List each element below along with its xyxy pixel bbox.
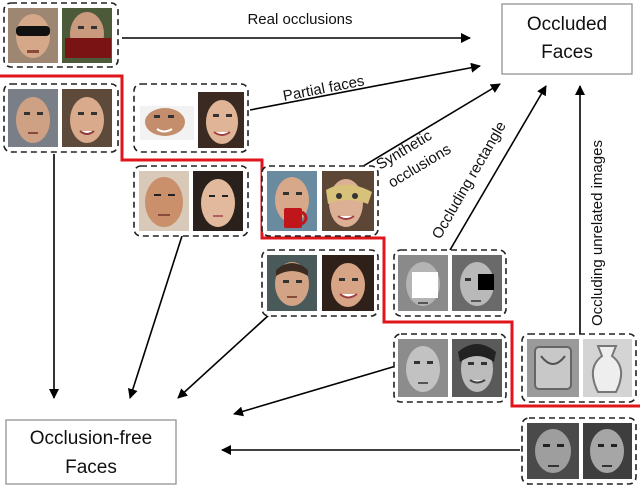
face-gray-4-thumb — [583, 423, 632, 479]
node-occlusion-free-faces: Occlusion-free Faces — [5, 419, 177, 485]
face-woman-2-thumb — [322, 255, 374, 311]
group-clean-1 — [3, 83, 119, 153]
face-white-rect-thumb — [398, 255, 448, 311]
face-gray-2-thumb — [452, 339, 502, 397]
node-occluded-faces: Occluded Faces — [501, 3, 633, 75]
group-real-occlusions — [3, 2, 119, 68]
group-clean-3 — [261, 249, 379, 317]
arrow-rectangle — [449, 85, 547, 251]
face-gray-1-thumb — [398, 339, 448, 397]
face-man-thumb — [8, 89, 58, 147]
face-sunglasses-thumb — [8, 8, 58, 63]
face-mask-occluded-thumb — [322, 171, 374, 231]
object-vase-thumb — [583, 339, 632, 397]
arrow-synthetic — [359, 83, 501, 169]
label-occluding-rectangle: Occluding rectangle — [429, 119, 510, 242]
face-partial-2-thumb — [198, 92, 244, 148]
face-mug-occluded-thumb — [267, 171, 317, 231]
face-scarf-thumb — [62, 8, 112, 63]
group-clean-2 — [133, 165, 249, 237]
arrow-group6 — [177, 313, 271, 399]
label-occluding-unrelated: Occluding unrelated images — [589, 140, 606, 326]
face-man-2-thumb — [267, 255, 317, 311]
group-occluding-rectangle — [393, 249, 507, 317]
occluded-faces-line1: Occluded — [527, 14, 607, 35]
arrow-partial-faces — [249, 62, 481, 111]
label-partial-faces: Partial faces — [282, 72, 366, 104]
group-partial-faces — [133, 83, 249, 153]
separator-line — [0, 74, 640, 408]
occlusion-free-line1: Occlusion-free — [30, 428, 153, 449]
face-asian-man-thumb — [139, 171, 189, 231]
occlusion-free-line2: Faces — [65, 457, 117, 478]
group-clean-4 — [393, 333, 507, 403]
face-woman-thumb — [62, 89, 112, 147]
label-real-occlusions: Real occlusions — [247, 11, 352, 28]
face-black-rect-thumb — [452, 255, 502, 311]
occluded-faces-line2: Faces — [541, 42, 593, 63]
face-asian-woman-thumb — [193, 171, 243, 231]
arrow-group8 — [233, 365, 397, 417]
face-partial-1-thumb — [140, 106, 194, 140]
group-clean-5 — [521, 417, 637, 485]
arrow-group4 — [127, 235, 183, 399]
object-thumb-1 — [527, 339, 579, 397]
group-unrelated-images — [521, 333, 637, 403]
group-synthetic-occlusions — [261, 165, 379, 237]
arrows — [49, 33, 585, 455]
face-gray-3-thumb — [527, 423, 579, 479]
